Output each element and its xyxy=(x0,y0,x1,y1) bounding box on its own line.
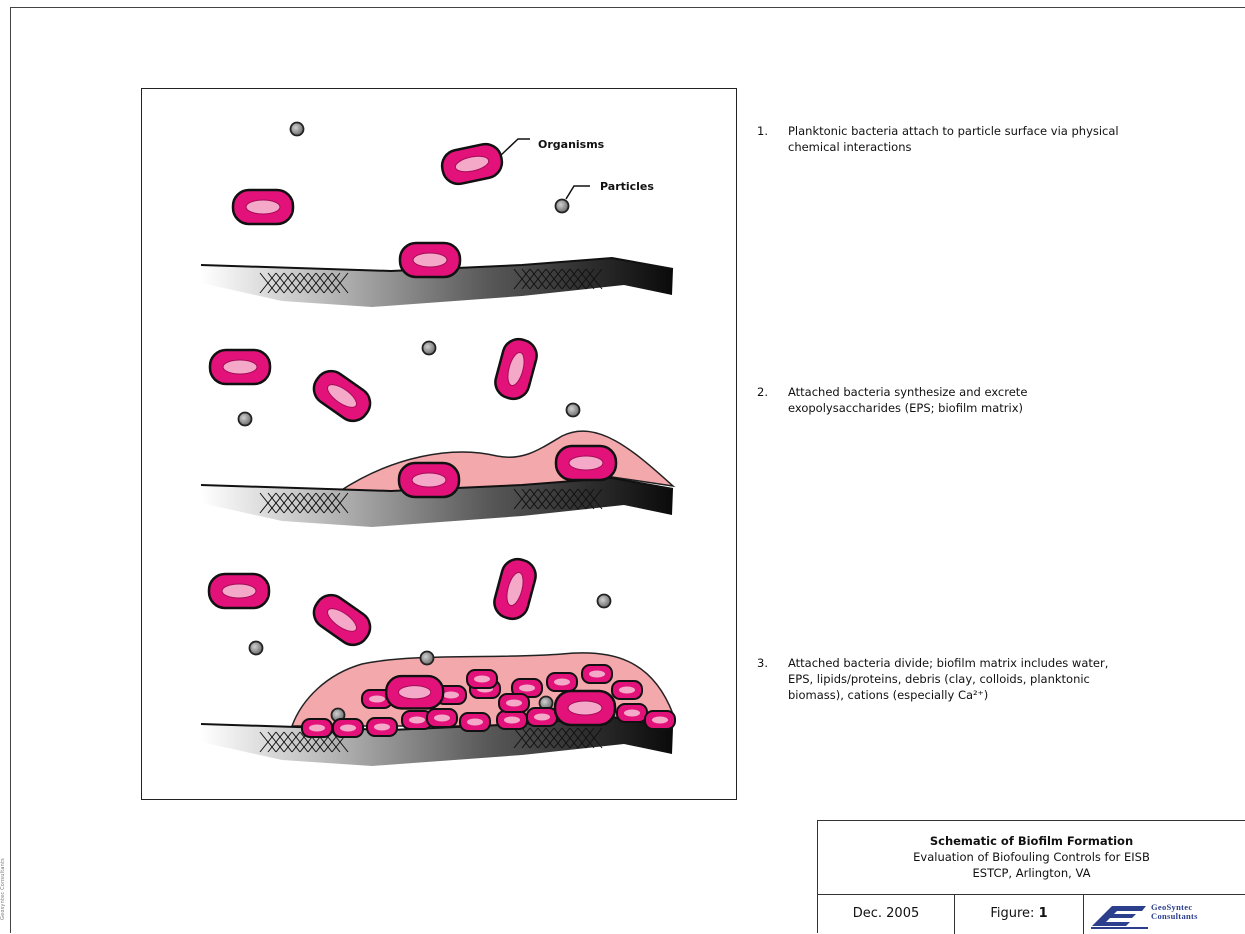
bacterium-cell-icon xyxy=(439,141,505,187)
figure-title: Schematic of Biofilm Formation xyxy=(818,833,1245,849)
bacterium-cell-icon xyxy=(308,589,377,651)
step-number: 3. xyxy=(757,655,768,671)
figure-date: Dec. 2005 xyxy=(818,895,955,934)
step-text: Attached bacteria synthesize and excrete… xyxy=(788,384,1133,416)
particle-icon xyxy=(421,652,434,665)
panel-3 xyxy=(201,556,675,766)
attached-bacterium-cell-icon xyxy=(400,243,460,277)
label-particles: Particles xyxy=(600,180,654,193)
page-border-top xyxy=(10,7,1245,8)
attached-bacterium-cell-icon xyxy=(399,463,459,497)
particle-icon xyxy=(423,342,436,355)
geosyntec-logo-icon xyxy=(1090,900,1150,930)
title-block-header: Schematic of Biofilm Formation Evaluatio… xyxy=(818,821,1245,895)
particle-icon xyxy=(239,413,252,426)
company-logo: GeoSyntec Consultants xyxy=(1084,895,1245,934)
attached-bacterium-cell-icon xyxy=(556,446,616,480)
panel-2 xyxy=(201,336,673,527)
bacterium-cell-icon xyxy=(210,350,270,384)
figure-subtitle: Evaluation of Biofouling Controls for EI… xyxy=(818,849,1245,865)
title-block: Schematic of Biofilm Formation Evaluatio… xyxy=(817,820,1245,933)
bacterium-cell-icon xyxy=(209,574,269,608)
label-organisms: Organisms xyxy=(538,138,605,151)
company-name: GeoSyntec Consultants xyxy=(1151,903,1198,921)
biofilm-diagram: Organisms Particles xyxy=(142,89,735,798)
bacterium-cell-icon xyxy=(233,190,293,224)
page-border-left xyxy=(10,7,11,933)
figure-label: Figure: xyxy=(990,906,1034,921)
figure-number-cell: Figure: 1 xyxy=(955,895,1084,934)
bacterium-cell-icon xyxy=(491,556,539,623)
panel-1: Organisms Particles xyxy=(201,123,673,308)
step-number: 2. xyxy=(757,384,768,400)
step-number: 1. xyxy=(757,123,768,139)
particle-icon xyxy=(598,595,611,608)
figure-location: ESTCP, Arlington, VA xyxy=(818,865,1245,881)
particle-icon xyxy=(291,123,304,136)
step-text: Planktonic bacteria attach to particle s… xyxy=(788,123,1133,155)
bacterium-cell-icon xyxy=(492,336,540,403)
diagram-frame: Organisms Particles xyxy=(141,88,737,800)
particle-icon xyxy=(556,200,569,213)
particle-icon xyxy=(250,642,263,655)
bacterium-cell-icon xyxy=(308,365,377,427)
side-note: Geosyntec Consultants xyxy=(0,840,8,920)
step-text: Attached bacteria divide; biofilm matrix… xyxy=(788,655,1133,703)
particle-icon xyxy=(567,404,580,417)
figure-number: 1 xyxy=(1039,906,1048,921)
